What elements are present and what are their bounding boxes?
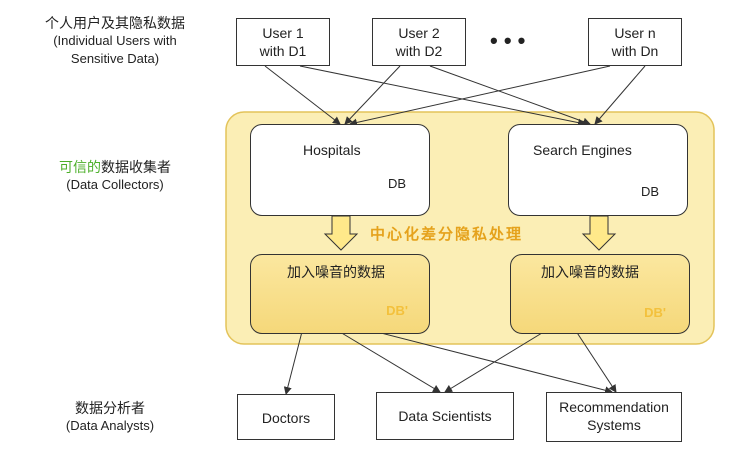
label-collectors: 可信的数据收集者 (Data Collectors) — [40, 158, 190, 194]
analyst-box-recommendation: Recommendation Systems — [546, 392, 682, 442]
label-analysts-zh: 数据分析者 — [75, 400, 145, 416]
db-label-hospitals: DB — [387, 176, 407, 191]
db-noisy-label-left: DB' — [386, 303, 408, 318]
analyst-box-doctors: Doctors — [237, 394, 335, 440]
analyst-recommendation-line1: Recommendation — [559, 399, 669, 415]
user-1-line2: with D1 — [259, 43, 307, 59]
analyst-box-data-scientists: Data Scientists — [376, 392, 514, 440]
noisy-label-left: 加入噪音的数据 — [287, 264, 385, 280]
search-engines-box: Search Engines — [508, 124, 688, 216]
noisy-label-right: 加入噪音的数据 — [541, 264, 639, 280]
search-engines-title: Search Engines — [533, 142, 632, 158]
down-arrow-left — [323, 215, 359, 251]
label-users: 个人用户及其隐私数据 (Individual Users with Sensit… — [20, 14, 210, 68]
user-box-1: User 1 with D1 — [236, 18, 330, 66]
ellipsis: • • • — [490, 28, 526, 53]
db-label-search: DB — [640, 184, 660, 199]
label-users-en: (Individual Users with Sensitive Data) — [53, 33, 177, 66]
label-collectors-main: 数据收集者 — [101, 159, 171, 175]
hospitals-box: Hospitals — [250, 124, 430, 216]
user-n-line2: with Dn — [611, 43, 659, 59]
down-arrow-right — [581, 215, 617, 251]
dp-processing-label: 中心化差分隐私处理 — [370, 226, 524, 243]
label-users-zh: 个人用户及其隐私数据 — [45, 15, 185, 31]
user-n-line1: User n — [614, 25, 656, 41]
hospitals-title: Hospitals — [303, 142, 361, 158]
noisy-data-box-right: 加入噪音的数据 — [510, 254, 690, 334]
user-2-line1: User 2 — [398, 25, 440, 41]
noisy-data-box-left: 加入噪音的数据 — [250, 254, 430, 334]
user-box-2: User 2 with D2 — [372, 18, 466, 66]
user-collector-links — [264, 65, 646, 127]
user-box-n: User n with Dn — [588, 18, 682, 66]
analyst-recommendation-line2: Systems — [587, 417, 641, 433]
analyst-data-scientists-label: Data Scientists — [398, 408, 492, 424]
analyst-doctors-label: Doctors — [261, 410, 311, 426]
db-noisy-label-right: DB' — [644, 305, 666, 320]
label-analysts: 数据分析者 (Data Analysts) — [45, 399, 175, 435]
user-1-line1: User 1 — [262, 25, 304, 41]
user-2-line2: with D2 — [395, 43, 443, 59]
label-collectors-zh: 可信的数据收集者 — [40, 158, 190, 176]
label-collectors-en: (Data Collectors) — [66, 177, 164, 192]
label-trusted: 可信的 — [59, 159, 101, 175]
label-analysts-en: (Data Analysts) — [65, 418, 155, 433]
